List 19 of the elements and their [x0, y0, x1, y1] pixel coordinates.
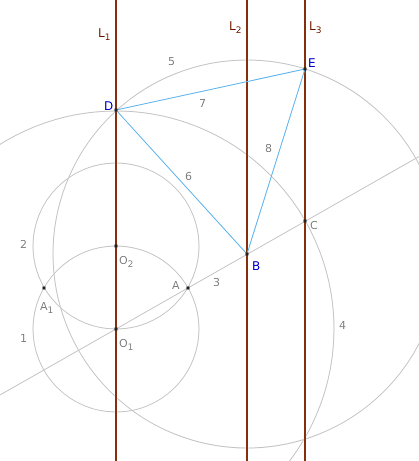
step-number: 1: [20, 333, 27, 345]
line-label: L$_{2}$: [229, 20, 242, 32]
point-label: O$_{1}$: [119, 338, 134, 350]
point-label: E: [308, 57, 316, 69]
step-number: 6: [185, 171, 192, 183]
line-label: L$_{3}$: [309, 20, 322, 32]
step-number: 7: [199, 98, 206, 110]
point-label: O$_{2}$: [119, 255, 134, 267]
step-number: 8: [265, 143, 272, 155]
point-label: A: [172, 280, 180, 292]
step-number: 4: [339, 320, 346, 332]
step-number: 5: [168, 56, 175, 68]
point-label: B: [252, 260, 260, 272]
point-label: D: [104, 100, 114, 112]
step-number: 2: [20, 239, 27, 251]
step-number: 3: [213, 277, 220, 289]
point-label: A$_{1}$: [40, 301, 54, 313]
point-label: C: [310, 220, 318, 232]
line-label: L$_{1}$: [98, 27, 110, 39]
